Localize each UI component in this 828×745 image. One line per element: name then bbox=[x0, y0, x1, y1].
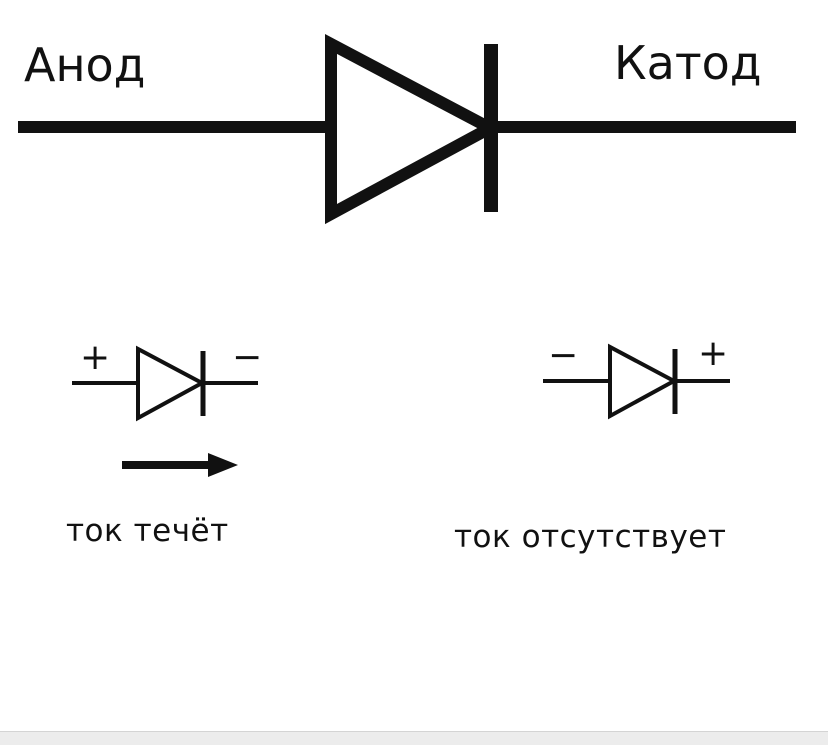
current-arrow bbox=[122, 453, 238, 477]
reverse-caption: ток отсутствует bbox=[454, 519, 727, 555]
reverse-diode-symbol bbox=[543, 343, 730, 420]
forward-caption: ток течёт bbox=[66, 513, 229, 549]
reverse-diode-triangle bbox=[608, 343, 679, 420]
main-diode-triangle bbox=[325, 34, 503, 225]
reverse-minus-sign: − bbox=[548, 335, 579, 376]
bottom-border bbox=[0, 731, 828, 745]
main-diode-symbol bbox=[18, 34, 796, 225]
current-arrow-head bbox=[208, 453, 238, 477]
reverse-plus-sign: + bbox=[698, 333, 729, 374]
forward-minus-sign: − bbox=[232, 337, 263, 378]
forward-diode-symbol bbox=[72, 345, 258, 422]
forward-diode-triangle bbox=[136, 345, 207, 422]
anode-label: Анод bbox=[24, 38, 146, 92]
forward-plus-sign: + bbox=[80, 337, 111, 378]
cathode-label: Катод bbox=[614, 36, 762, 90]
